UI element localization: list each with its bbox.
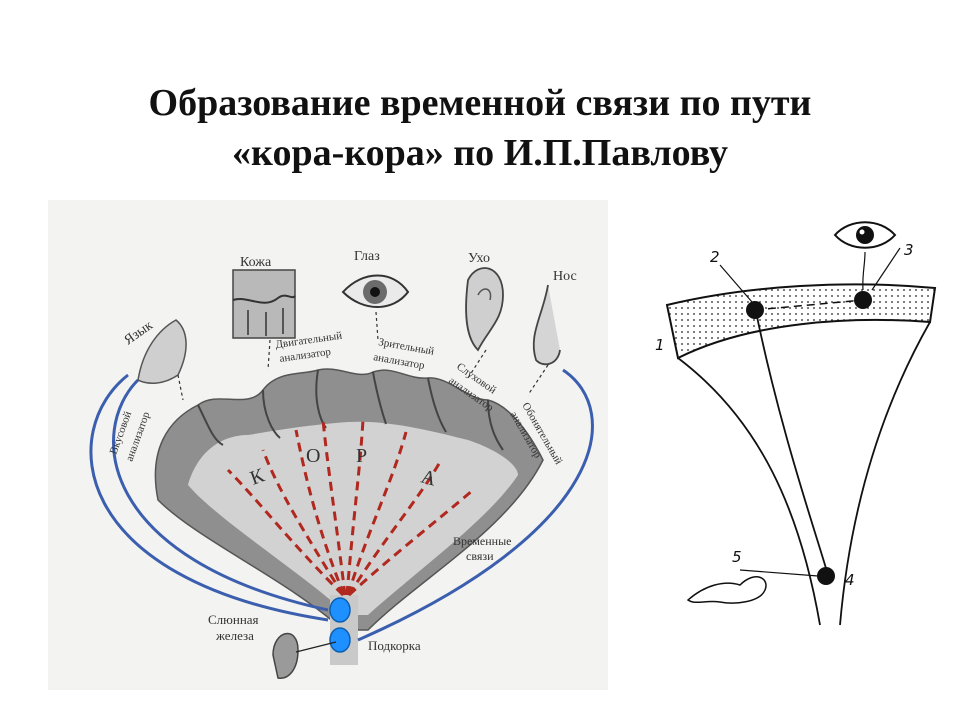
salivary-gland-line1: Слюнная [208,612,259,627]
label-1: 1 [655,336,665,354]
title-line-2: «кора-кора» по И.П.Павлову [232,132,728,174]
gland-connector [295,641,337,653]
organ-label-skin: Кожа [240,255,272,270]
temporary-links-line2: связи [466,549,494,563]
label-3: 3 [904,241,914,259]
point-4-marker [817,567,835,585]
projection-paths [226,419,474,597]
organ-label-ear: Ухо [468,251,490,266]
skin-icon [232,269,296,339]
temporary-connection [754,299,864,311]
organ-label-eye: Глаз [354,249,380,264]
organ-label-nose: Нос [553,269,577,284]
cortex-letter-r: Р [356,445,367,467]
leader-lines [719,247,901,577]
temporary-links-line1: Временные [453,534,511,548]
fan-lines [677,306,931,626]
cortex-diagram: К О Р А Язык Кожа Глаз Ухо Нос Вкусовой … [48,200,608,690]
label-5: 5 [732,548,742,566]
salivary-gland-icon [272,632,299,679]
analyzer-ticks [177,311,549,401]
cortex-band [665,283,937,360]
label-4: 4 [845,571,855,589]
cortex-letter-o: О [306,445,320,467]
eye-icon [341,274,410,308]
eye-icon [833,221,897,291]
nose-icon [532,284,561,366]
ear-icon [465,267,504,352]
cortex-letter-a: А [419,466,439,491]
point-2-marker [746,301,764,319]
title-line-1: Образование временной связи по пути [148,82,812,124]
salivary-gland-line2: железа [215,628,254,643]
subcortex-nucleus-upper [329,597,351,623]
point-3-marker [854,291,872,309]
subcortex-nucleus-lower [329,627,351,653]
label-2: 2 [710,248,720,266]
slide-title: Образование временной связи по пути «кор… [0,78,960,178]
sensory-organ-icon [686,576,767,604]
temporary-link-arcs [89,368,594,642]
schematic-diagram: 1 2 3 4 5 [655,221,937,626]
subcortex-label: Подкорка [368,638,421,653]
tongue-icon [137,319,187,385]
